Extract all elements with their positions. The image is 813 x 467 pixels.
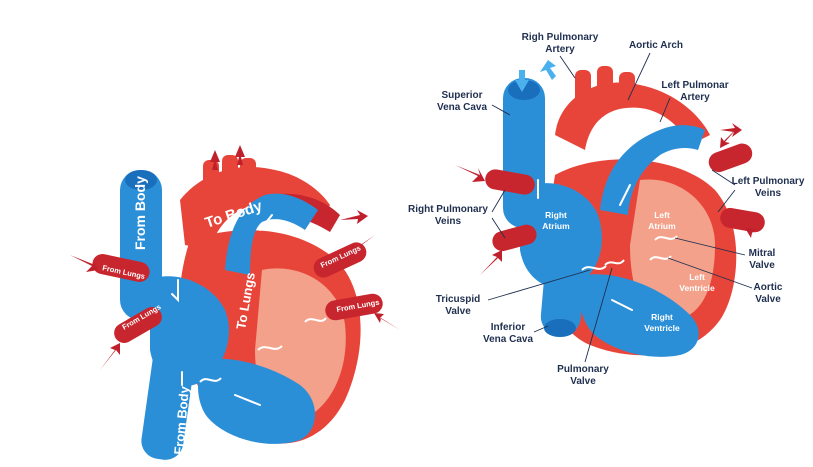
label-aortic-valve-2: Valve bbox=[755, 294, 781, 305]
label-left-pulmonary-veins-1: Left Pulmonary bbox=[732, 176, 805, 187]
leader-mitral-valve bbox=[674, 237, 746, 256]
right-aortic-branch-3 bbox=[619, 72, 635, 106]
leader-tricuspid-valve bbox=[487, 269, 591, 301]
leader-aortic-valve bbox=[667, 257, 753, 289]
left-lung-vein-4 bbox=[325, 293, 383, 321]
label-left-pulmonary-veins-2: Veins bbox=[755, 188, 782, 199]
label-right-pulmonary-veins-2: Veins bbox=[435, 216, 462, 227]
left-lung-vein-2 bbox=[114, 307, 162, 343]
inner-right-ventricle-1: Right bbox=[651, 312, 673, 322]
leader-superior-vena-cava bbox=[491, 104, 511, 116]
right-heart: Right Atrium Left Atrium Left Ventricle … bbox=[408, 32, 805, 387]
label-pulmonary-valve-1: Pulmonary bbox=[557, 364, 609, 375]
right-svc-opening bbox=[508, 80, 540, 100]
label-aortic-arch: Aortic Arch bbox=[629, 40, 683, 51]
right-aortic-valve-shape bbox=[649, 255, 672, 261]
left-vena-cava-opening bbox=[125, 170, 157, 190]
label-mitral-valve-1: Mitral bbox=[749, 248, 776, 259]
right-ivc-opening bbox=[544, 319, 576, 337]
right-pulmonary-valve-shape bbox=[604, 259, 625, 266]
right-arrow-vein-1 bbox=[455, 165, 485, 182]
label-superior-vena-cava-2: Vena Cava bbox=[437, 102, 487, 113]
label-inferior-vena-cava-2: Vena Cava bbox=[483, 334, 533, 345]
leader-left-pulmonary-veins bbox=[711, 169, 736, 213]
right-tricuspid-valve-shape bbox=[581, 265, 607, 271]
leader-aortic-arch bbox=[627, 52, 651, 101]
right-flow-arrow-3 bbox=[611, 299, 633, 311]
left-incoming-arrow-3 bbox=[350, 235, 375, 256]
left-right-ventricle bbox=[198, 358, 315, 444]
right-mitral-valve-shape bbox=[654, 235, 678, 241]
label-pulmonary-valve-2: Valve bbox=[570, 376, 596, 387]
label-right-pulmonary-veins-1: Right Pulmonary bbox=[408, 204, 488, 215]
label-inferior-vena-cava-1: Inferior bbox=[491, 322, 526, 333]
left-up-arrow-2 bbox=[235, 145, 245, 165]
right-arrow-rpa bbox=[540, 60, 556, 80]
left-right-atrium bbox=[150, 276, 229, 386]
label-aortic-valve-1: Aortic bbox=[754, 282, 783, 293]
leader-left-pulmonary-artery bbox=[659, 97, 671, 123]
right-arrow-vein-2 bbox=[480, 250, 502, 275]
right-arrow-vein-3 bbox=[720, 125, 740, 148]
right-arrow-vein-4 bbox=[745, 228, 770, 245]
label-mitral-valve-2: Valve bbox=[749, 260, 775, 271]
leader-right-pulmonary-artery bbox=[559, 55, 576, 79]
left-heart: From Body From Body To Body To Lungs Fro… bbox=[70, 145, 400, 460]
left-valve-2 bbox=[257, 345, 283, 351]
right-pulmonary-vein-2 bbox=[492, 224, 537, 252]
left-aortic-branch-2 bbox=[222, 155, 238, 195]
right-aortic-arch bbox=[555, 82, 710, 150]
left-flow-arrow-1 bbox=[171, 279, 179, 303]
inner-left-ventricle-2: Ventricle bbox=[679, 283, 715, 293]
left-flow-arrow-2 bbox=[259, 214, 273, 231]
left-aortic-branch-3 bbox=[240, 158, 256, 194]
label-left-pulmonary-artery-2: Artery bbox=[680, 92, 710, 103]
right-aortic-branch-1 bbox=[575, 70, 591, 106]
left-pulmonary-vein-1 bbox=[708, 143, 753, 173]
right-flow-arrow-2 bbox=[619, 184, 631, 206]
left-pulmonary-artery bbox=[225, 193, 318, 275]
label-tricuspid-valve-2: Valve bbox=[445, 306, 471, 317]
label-left-pulmonary-artery-1: Left Pulmonar bbox=[661, 80, 728, 91]
left-valve-1 bbox=[199, 377, 222, 383]
leader-pulmonary-valve bbox=[584, 267, 613, 363]
leader-inferior-vena-cava bbox=[533, 325, 549, 333]
right-ventricle-shape bbox=[578, 274, 699, 357]
left-incoming-arrow-1 bbox=[70, 255, 98, 272]
label-from-body-bottom: From Body bbox=[171, 385, 192, 455]
label-from-body-top: From Body bbox=[132, 176, 148, 250]
left-incoming-arrow-2 bbox=[100, 343, 120, 370]
right-arrow-lpa bbox=[720, 123, 742, 137]
left-valve-3 bbox=[304, 317, 327, 323]
inner-right-ventricle-2: Ventricle bbox=[644, 323, 680, 333]
right-heart-left-chamber bbox=[630, 179, 715, 320]
label-right-pulmonary-artery-1: Righ Pulmonary bbox=[522, 32, 599, 43]
label-superior-vena-cava-1: Superior bbox=[441, 90, 482, 101]
right-aortic-branch-2 bbox=[597, 66, 613, 104]
inner-left-ventricle-1: Left bbox=[689, 272, 705, 282]
left-flow-arrow-3 bbox=[234, 394, 261, 406]
leader-right-pulmonary-veins bbox=[491, 189, 506, 239]
label-right-pulmonary-artery-2: Artery bbox=[545, 44, 575, 55]
left-lung-vein-1 bbox=[92, 254, 150, 282]
left-up-arrow-1 bbox=[210, 150, 220, 170]
right-pulmonary-vein-1 bbox=[485, 169, 535, 195]
left-outgoing-arrow-1 bbox=[340, 210, 368, 224]
inner-right-atrium-1: Right bbox=[545, 210, 567, 220]
right-arrow-svc bbox=[515, 70, 529, 92]
left-pulmonary-vein-2 bbox=[720, 207, 765, 233]
inner-left-atrium-2: Atrium bbox=[648, 221, 676, 231]
left-incoming-arrow-4 bbox=[374, 313, 400, 330]
label-tricuspid-valve-1: Tricuspid bbox=[436, 294, 480, 305]
inner-right-atrium-2: Atrium bbox=[542, 221, 570, 231]
right-inferior-vena-cava bbox=[540, 249, 586, 336]
inner-left-atrium-1: Left bbox=[654, 210, 670, 220]
